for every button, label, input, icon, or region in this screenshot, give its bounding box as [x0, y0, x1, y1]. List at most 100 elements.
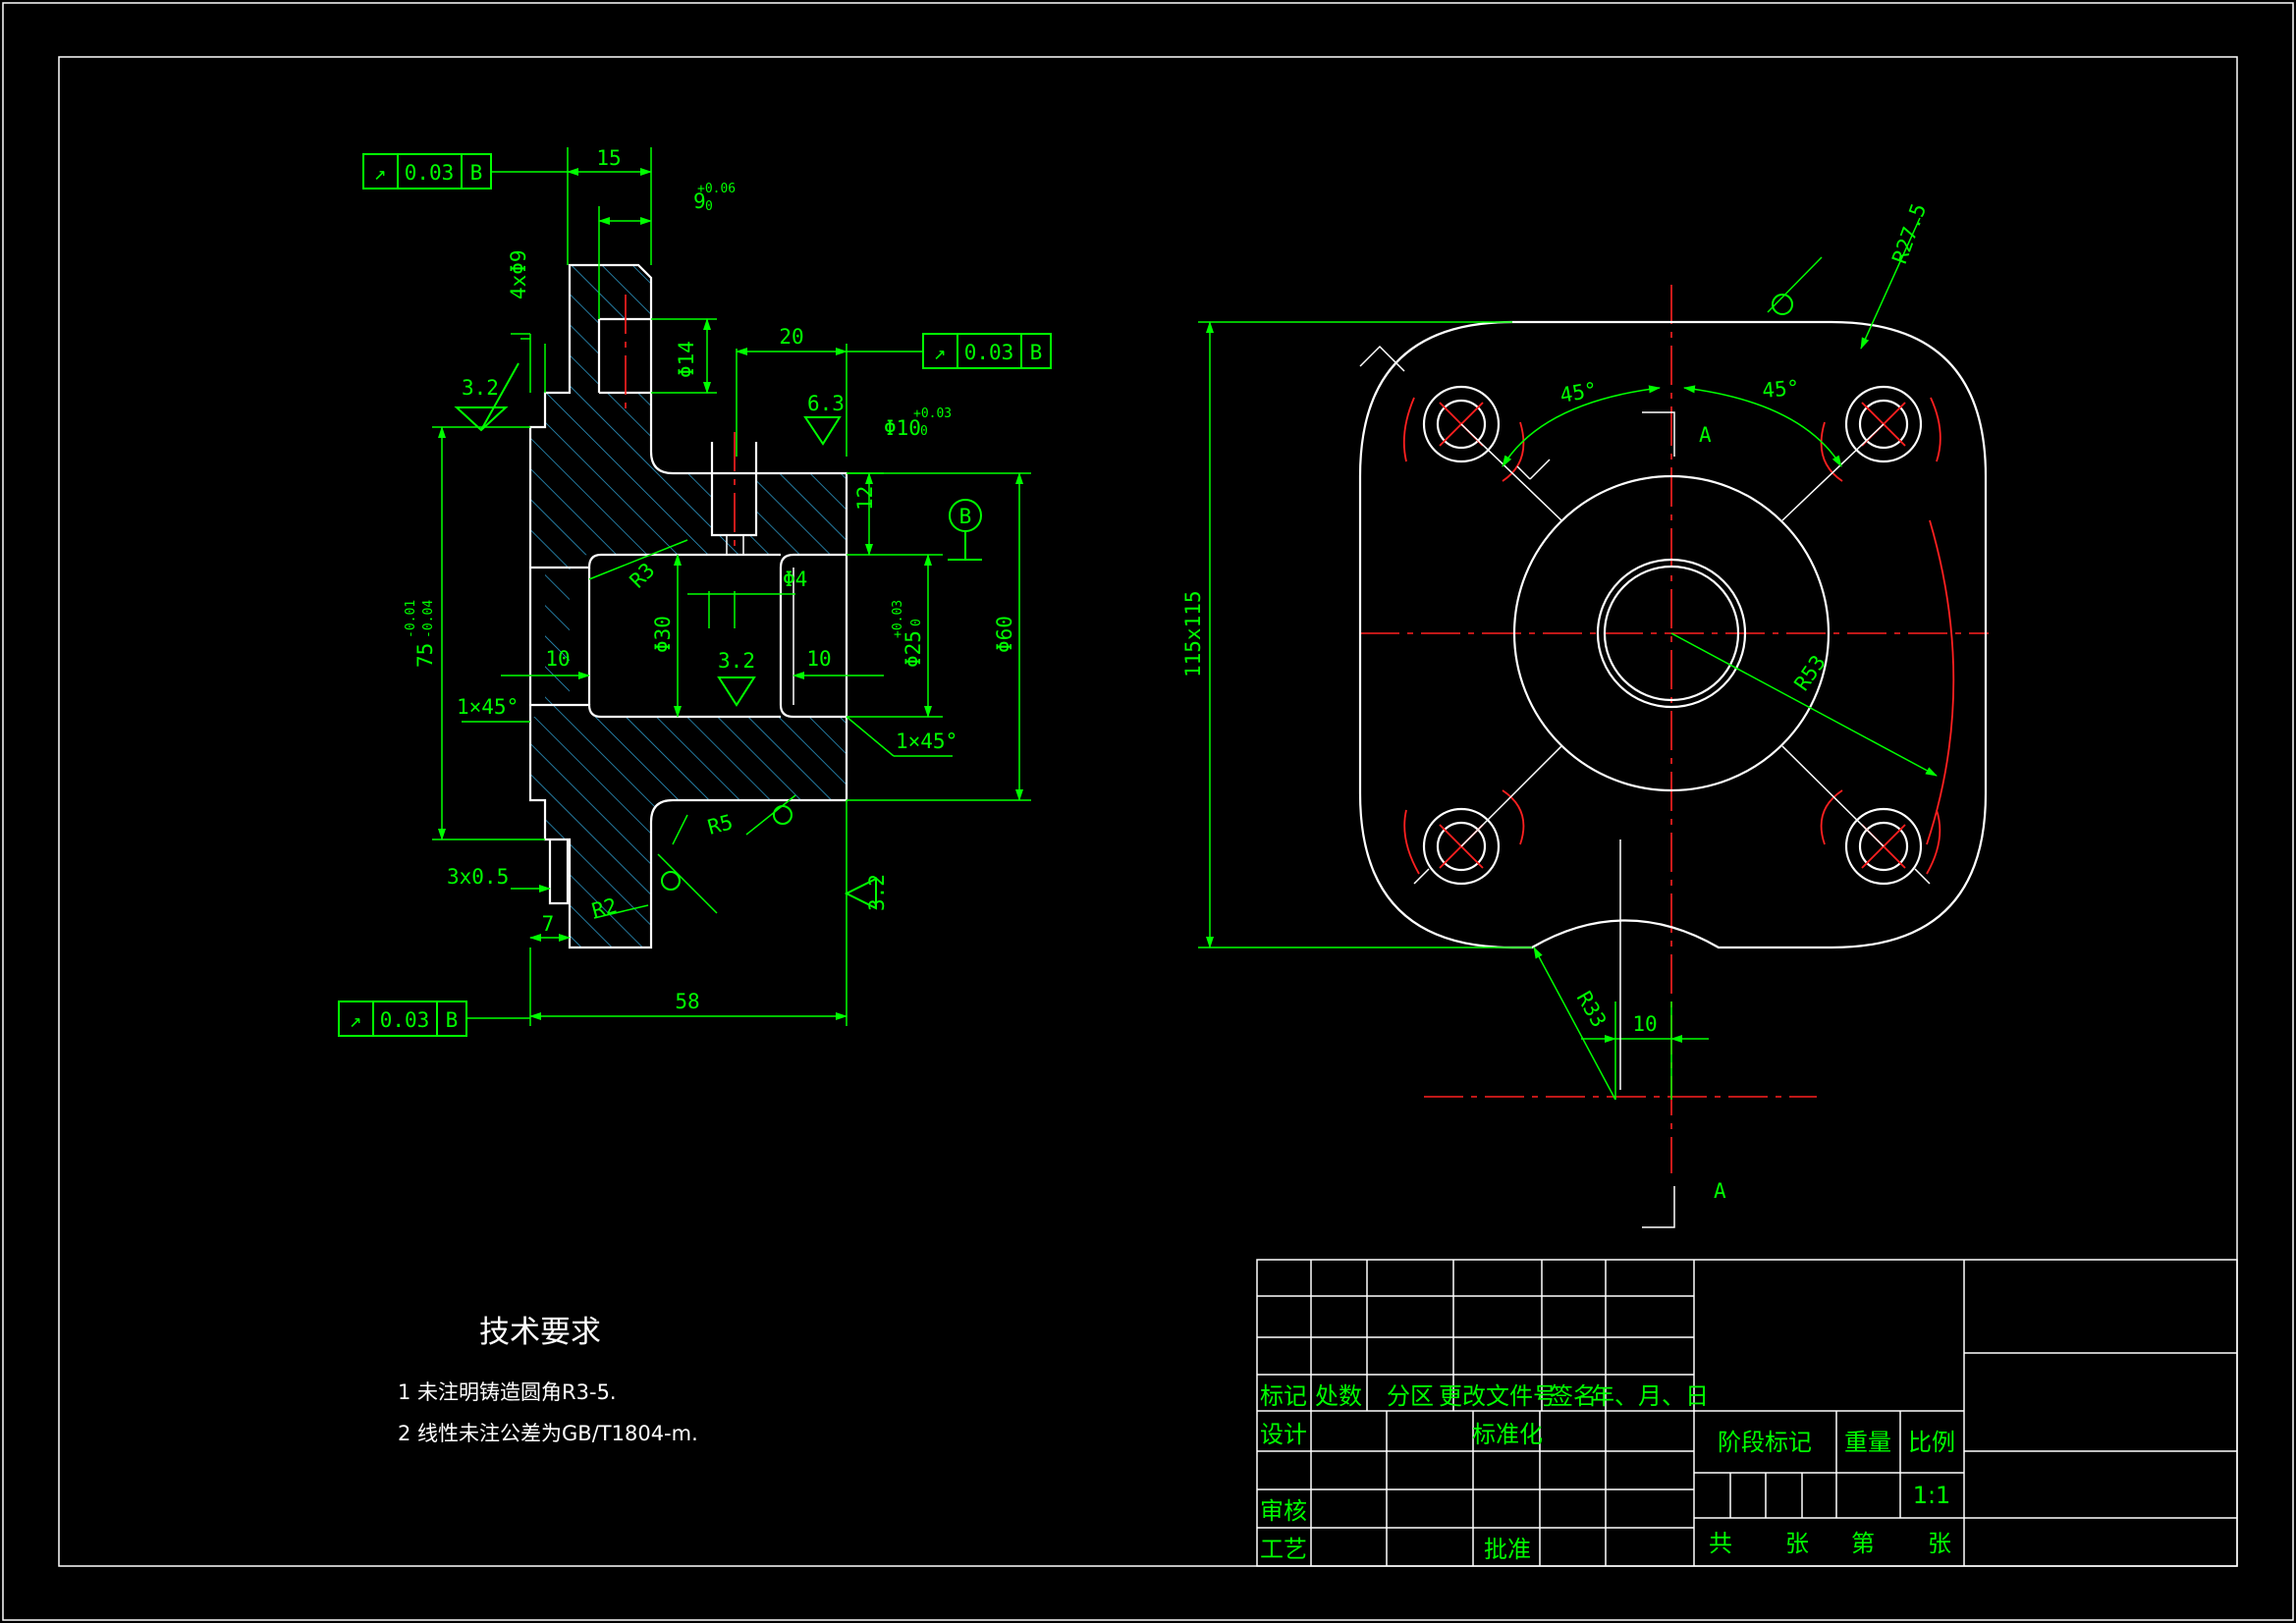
dim-12: 12	[853, 486, 877, 511]
dim-58: 58	[675, 990, 699, 1013]
dim-20: 20	[779, 325, 803, 349]
casting-symbol-plan	[1772, 294, 1793, 315]
dim-75-tol-dn: -0.04	[421, 600, 436, 638]
dim-25: Φ25	[902, 630, 925, 668]
svg-text:0.03: 0.03	[380, 1008, 430, 1032]
dim-115x115: 115x115	[1181, 590, 1205, 677]
gdt-frame-top: ↗ 0.03 B	[362, 153, 492, 189]
small-hole-lines	[726, 535, 744, 555]
runout-icon: ↗	[350, 1008, 362, 1032]
roughness-a-value: 3.2	[462, 376, 499, 400]
tb-header-date: 年、月、日	[1591, 1382, 1709, 1410]
dim-r53: R53	[1789, 651, 1830, 695]
roughness-b-value: 3.2	[718, 649, 755, 673]
angle-45-right: 45°	[1761, 376, 1800, 403]
svg-text:0.03: 0.03	[964, 341, 1014, 364]
tech-requirements: 技术要求 1 未注明铸造圆角R3-5. 2 线性未注公差为GB/T1804-m.	[398, 1315, 698, 1445]
dim-10-tol-dn: 0	[920, 424, 928, 439]
roughness-symbol-b	[803, 416, 842, 446]
roughness-symbol-a	[454, 362, 519, 432]
chamfer-right: 1×45°	[896, 730, 957, 753]
dim-r5: R5	[705, 810, 736, 839]
title-block: 标记 处数 分区 更改文件号 签名 年、月、日 设计 标准化 审核 工艺 批准 …	[1256, 1259, 2238, 1567]
tb-weight: 重量	[1844, 1429, 1891, 1456]
r53-arc	[1926, 519, 1955, 845]
pin-hole-lines	[710, 442, 758, 537]
dim-9-tol-up: +0.06	[697, 182, 736, 196]
tb-total: 共	[1709, 1530, 1732, 1557]
dim-10-plan: 10	[1632, 1012, 1657, 1036]
dim-10-hole: Φ10	[884, 416, 921, 440]
tb-review: 审核	[1260, 1497, 1307, 1525]
tb-nth: 第	[1851, 1530, 1875, 1557]
tb-process: 工艺	[1260, 1536, 1307, 1563]
dim-r27.5: R27.5	[1887, 200, 1931, 267]
chamfer-left: 1×45°	[457, 695, 519, 719]
dim-15: 15	[596, 146, 621, 170]
gdt-frame-bottom: ↗ 0.03 B	[338, 1001, 530, 1037]
tb-approve: 批准	[1484, 1536, 1531, 1563]
section-label-a-bottom: A	[1714, 1179, 1726, 1203]
dim-30: Φ30	[651, 616, 675, 653]
dim-25-tol-up: +0.03	[891, 600, 905, 638]
tb-header-sign: 签名	[1550, 1382, 1597, 1410]
dim-4: Φ4	[783, 568, 807, 591]
datum-b-label: B	[959, 505, 972, 528]
angle-45-left: 45°	[1558, 378, 1600, 407]
plan-view: R27.5 45° 45° A 115x115 R53 R33 10 A	[1181, 200, 1989, 1228]
svg-text:B: B	[446, 1008, 459, 1032]
casting-symbol-a	[661, 871, 681, 891]
roughness-symbol-c	[717, 676, 756, 707]
svg-text:0.03: 0.03	[405, 161, 455, 185]
dim-9: 9	[693, 189, 706, 213]
roughness-symbol-d	[844, 877, 877, 910]
dim-10-tol-up: +0.03	[913, 406, 952, 421]
svg-text:B: B	[1030, 341, 1043, 364]
section-hatch	[530, 265, 847, 947]
diagonal-lines	[1413, 423, 1931, 885]
dim-4x9: 4xΦ9	[507, 249, 530, 299]
drawing-frame	[58, 56, 2238, 1567]
casting-symbol-b	[773, 805, 793, 825]
tb-header-zone: 分区	[1387, 1382, 1434, 1410]
runout-icon: ↗	[934, 341, 947, 364]
dim-r33: R33	[1572, 988, 1612, 1032]
bore-circle-inner	[1603, 565, 1740, 702]
tb-header-count: 处数	[1315, 1382, 1362, 1410]
dim-10-left: 10	[545, 647, 570, 671]
section-label-a-top: A	[1699, 423, 1712, 447]
svg-text:B: B	[470, 161, 483, 185]
inner-bore-outline	[530, 553, 847, 719]
dim-25-tol-dn: 0	[909, 619, 924, 626]
tb-standardize: 标准化	[1472, 1421, 1543, 1448]
bore-circle-outer	[1596, 558, 1747, 709]
tb-sheet1: 张	[1785, 1530, 1809, 1557]
dim-9-tol-dn: 0	[705, 199, 713, 214]
tb-header-mark: 标记	[1260, 1382, 1307, 1410]
dim-60: Φ60	[993, 616, 1016, 653]
dim-groove: 3x0.5	[447, 865, 509, 889]
runout-icon: ↗	[374, 161, 387, 185]
tb-design: 设计	[1260, 1421, 1307, 1448]
tb-stage-mark: 阶段标记	[1718, 1429, 1812, 1456]
bolt-holes	[1402, 385, 1941, 886]
plate-outline	[1358, 320, 1988, 949]
tech-req-item-2: 2 线性未注公差为GB/T1804-m.	[398, 1422, 698, 1445]
hub-outer-circle	[1512, 474, 1831, 792]
tb-header-change-doc: 更改文件号	[1439, 1382, 1557, 1410]
roughness-6.3-value: 6.3	[807, 392, 845, 415]
roughness-c-value: 3.2	[865, 874, 889, 911]
view-arrow-left	[1359, 345, 1551, 480]
tech-req-item-1: 1 未注明铸造圆角R3-5.	[398, 1380, 617, 1404]
tb-sheet2: 张	[1928, 1530, 1951, 1557]
section-view: B ↗ 0.03 B ↗ 0.03 B ↗ 0.03 B 1	[338, 146, 1052, 1037]
tb-scale: 比例	[1908, 1429, 1955, 1456]
dim-14: Φ14	[675, 341, 698, 378]
gdt-frame-mid: ↗ 0.03 B	[922, 333, 1052, 369]
dim-75-tol-up: -0.01	[404, 600, 418, 638]
groove-lines	[548, 839, 570, 905]
dim-10-right: 10	[806, 647, 831, 671]
section-outline	[528, 263, 848, 949]
tech-req-title: 技术要求	[479, 1315, 601, 1350]
